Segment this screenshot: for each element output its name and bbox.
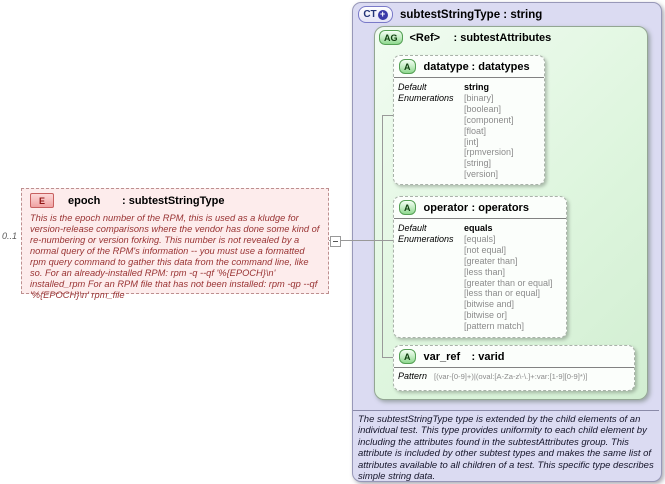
attribute-name: var_ref — [423, 350, 461, 363]
attribute-group-header: AG <Ref> : subtestAttributes — [379, 30, 551, 45]
attribute-type: : operators — [471, 201, 529, 214]
element-name: epoch — [68, 194, 101, 207]
element-description: This is the epoch number of the RPM, thi… — [30, 213, 320, 300]
attribute-facets: Default Enumerations equals [equals] [no… — [394, 219, 566, 332]
attribute-group-type: : subtestAttributes — [453, 31, 552, 44]
attribute-badge: A — [399, 200, 416, 215]
complex-type-title: subtestStringType : string — [400, 8, 543, 21]
enum-value: [float] — [464, 125, 487, 136]
attribute-box-var-ref: A var_ref : varid Pattern [(var-[0-9]+)|… — [393, 345, 635, 391]
expand-plus-icon[interactable]: + — [377, 9, 388, 20]
pattern-value: [(var-[0-9]+)|(oval:[A-Za-z\-\.]+:var:[1… — [434, 372, 588, 381]
enum-value: [bitwise and] — [464, 299, 515, 310]
enum-value: [version] — [464, 169, 499, 180]
attribute-box-operator: A operator : operators Default Enumerati… — [393, 196, 567, 338]
ct-badge-label: CT — [363, 9, 377, 20]
attribute-badge: A — [399, 349, 416, 364]
facet-label-enumerations: Enumerations — [398, 92, 454, 103]
attribute-group-name: <Ref> — [409, 31, 441, 44]
enum-value: [component] — [464, 114, 514, 125]
complex-type-badge: CT + — [358, 6, 393, 23]
attribute-name: operator — [423, 201, 469, 214]
facet-label-default: Default — [398, 223, 427, 233]
enum-value: [pattern match] — [464, 321, 525, 332]
attribute-box-datatype: A datatype : datatypes Default Enumerati… — [393, 55, 545, 185]
type-annotation-text: The subtestStringType type is extended b… — [358, 414, 654, 483]
enum-value: [bitwise or] — [464, 310, 508, 321]
enum-value: [binary] — [464, 92, 494, 103]
enum-value: [less than or equal] — [464, 288, 541, 299]
connector-stub-datatype — [382, 115, 393, 116]
connector-stub-varref — [382, 357, 393, 358]
enum-value: [greater than] — [464, 255, 518, 266]
default-value: equals — [464, 223, 493, 233]
connector-line — [327, 240, 393, 241]
connector-tree-line — [382, 115, 383, 358]
element-header: E epoch : subtestStringType — [22, 189, 328, 208]
enum-value: [int] — [464, 136, 479, 147]
annotation-divider — [353, 410, 659, 411]
attribute-facets: Default Enumerations string [binary] [bo… — [394, 78, 544, 180]
attribute-header: A datatype : datatypes — [394, 56, 544, 78]
enum-value: [greater than or equal] — [464, 277, 553, 288]
attribute-header: A operator : operators — [394, 197, 566, 219]
attribute-type: : varid — [471, 350, 505, 363]
collapse-toggle-icon[interactable] — [330, 236, 341, 247]
attribute-badge: A — [399, 59, 416, 74]
enum-value: [string] — [464, 158, 492, 169]
facet-label-enumerations: Enumerations — [398, 233, 454, 244]
element-box-epoch: E epoch : subtestStringType This is the … — [21, 188, 329, 300]
enum-value: [not equal] — [464, 244, 507, 255]
attribute-name: datatype — [423, 60, 469, 73]
element-type: : subtestStringType — [122, 194, 225, 207]
enum-value: [equals] — [464, 233, 496, 244]
attribute-group-badge: AG — [379, 30, 403, 45]
enum-value: [less than] — [464, 266, 506, 277]
enum-value: [boolean] — [464, 103, 502, 114]
attribute-header: A var_ref : varid — [394, 346, 634, 368]
element-badge: E — [30, 193, 54, 208]
minus-icon — [333, 241, 338, 242]
cardinality-label: 0..1 — [2, 231, 18, 241]
facet-label-default: Default — [398, 82, 427, 92]
complex-type-header: CT + subtestStringType : string — [358, 6, 542, 23]
facet-label-pattern: Pattern — [398, 371, 428, 381]
default-value: string — [464, 82, 490, 92]
attribute-type: : datatypes — [471, 60, 530, 73]
attribute-facets: Pattern [(var-[0-9]+)|(oval:[A-Za-z\-\.]… — [394, 368, 634, 381]
enum-value: [rpmversion] — [464, 147, 514, 158]
